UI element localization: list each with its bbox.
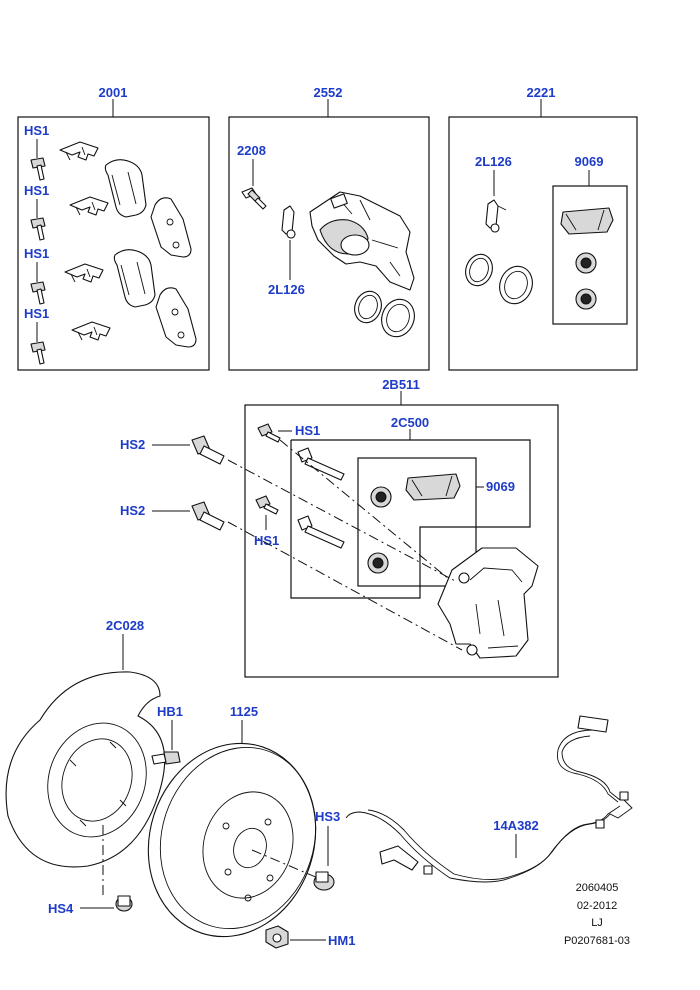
kit-9069-box [552, 185, 628, 325]
label-hs1-c[interactable]: HS1 [24, 246, 49, 261]
pads-group: 2001 HS1 HS1 HS1 HS1 [17, 85, 210, 371]
label-hs1-carrier-top[interactable]: HS1 [295, 423, 320, 438]
brake-pad-icon [104, 159, 147, 218]
footer-line3: LJ [591, 917, 603, 929]
label-9069-kit[interactable]: 9069 [575, 154, 604, 169]
label-2221[interactable]: 2221 [527, 85, 556, 100]
bolt-icon [115, 895, 133, 912]
brake-pad-icon [150, 197, 192, 258]
bolt-icon [151, 751, 181, 765]
bolt-icon [191, 501, 225, 531]
label-2001[interactable]: 2001 [99, 85, 128, 100]
label-hs1-a[interactable]: HS1 [24, 123, 49, 138]
footer-line1: 2060405 [576, 882, 619, 894]
label-2b511[interactable]: 2B511 [382, 377, 420, 392]
piston-seal-icon [354, 290, 382, 324]
bolt-icon [255, 495, 279, 515]
label-14a382[interactable]: 14A382 [493, 818, 539, 833]
bolt-icon [30, 157, 46, 181]
drawing-reference: 2060405 02-2012 LJ P0207681-03 [564, 882, 630, 947]
label-2208[interactable]: 2208 [237, 143, 266, 158]
guide-boot-icon [575, 252, 597, 274]
dust-shield-icon [5, 671, 166, 868]
caliper-carrier-icon [437, 547, 539, 659]
bleed-screw-icon [241, 187, 267, 210]
label-hs1-carrier-bottom[interactable]: HS1 [254, 533, 279, 548]
bolt-icon [257, 423, 281, 443]
label-2l126-caliper[interactable]: 2L126 [268, 282, 305, 297]
footer-line2: 02-2012 [577, 900, 617, 912]
brake-disc-group: 1125 [147, 704, 319, 938]
abs-sensor-icon [345, 715, 633, 883]
label-1125[interactable]: 1125 [230, 704, 258, 719]
label-hs2-bottom[interactable]: HS2 [120, 503, 145, 518]
nut-icon [265, 925, 289, 949]
kit-group: 2221 2L126 9069 [448, 85, 638, 371]
brake-caliper-icon [309, 191, 415, 291]
label-hm1[interactable]: HM1 [328, 933, 355, 948]
footer-line4: P0207681-03 [564, 935, 630, 947]
label-2l126-kit[interactable]: 2L126 [475, 154, 512, 169]
bolt-icon [30, 281, 46, 305]
dust-shield-group: 2C028 [5, 618, 166, 895]
guide-boot-icon [575, 288, 597, 310]
grease-sachet-icon [560, 207, 614, 235]
clip-icon [71, 321, 111, 341]
alignment-line [227, 521, 463, 651]
hs2-group: HS2 HS2 [120, 435, 225, 531]
label-2c028[interactable]: 2C028 [106, 618, 144, 633]
caliper-group: 2552 2208 2L126 [228, 85, 430, 371]
brake-disc-icon [147, 742, 317, 938]
label-2c500[interactable]: 2C500 [391, 415, 429, 430]
grease-sachet-icon [405, 473, 461, 501]
bolt-icon [191, 435, 225, 465]
label-2552[interactable]: 2552 [314, 85, 343, 100]
bolt-icon [30, 341, 46, 365]
dust-cap-icon [281, 205, 296, 239]
bolt-icon [30, 217, 46, 241]
carrier-9069-box [357, 457, 477, 587]
label-9069-carrier[interactable]: 9069 [486, 479, 515, 494]
alignment-line [227, 459, 458, 583]
label-hs1-d[interactable]: HS1 [24, 306, 49, 321]
abs-sensor-group: 14A382 [345, 715, 633, 883]
guide-pin-icon [297, 515, 345, 549]
guide-boot-icon [370, 486, 392, 508]
caliper-box [228, 116, 430, 371]
label-hs1-b[interactable]: HS1 [24, 183, 49, 198]
label-hs3[interactable]: HS3 [315, 809, 340, 824]
brake-pad-icon [113, 249, 156, 308]
guide-boot-icon [367, 552, 389, 574]
piston-seal-icon [465, 253, 493, 287]
carrier-group: 2B511 2C500 9069 HS1 HS1 [227, 377, 559, 678]
label-hs2-top[interactable]: HS2 [120, 437, 145, 452]
carrier-2c500-box [290, 439, 531, 599]
piston-icon [381, 298, 415, 338]
brake-pad-icon [155, 287, 197, 348]
alignment-line [279, 439, 451, 581]
guide-pin-icon [297, 447, 345, 481]
dust-cap-icon [485, 199, 507, 233]
label-hs4[interactable]: HS4 [48, 901, 74, 916]
bolt-icon [313, 871, 335, 891]
kit-box [448, 116, 638, 371]
clip-icon [64, 263, 104, 283]
clip-icon [59, 141, 99, 161]
clip-icon [69, 196, 109, 216]
piston-icon [499, 265, 533, 305]
label-hb1[interactable]: HB1 [157, 704, 183, 719]
